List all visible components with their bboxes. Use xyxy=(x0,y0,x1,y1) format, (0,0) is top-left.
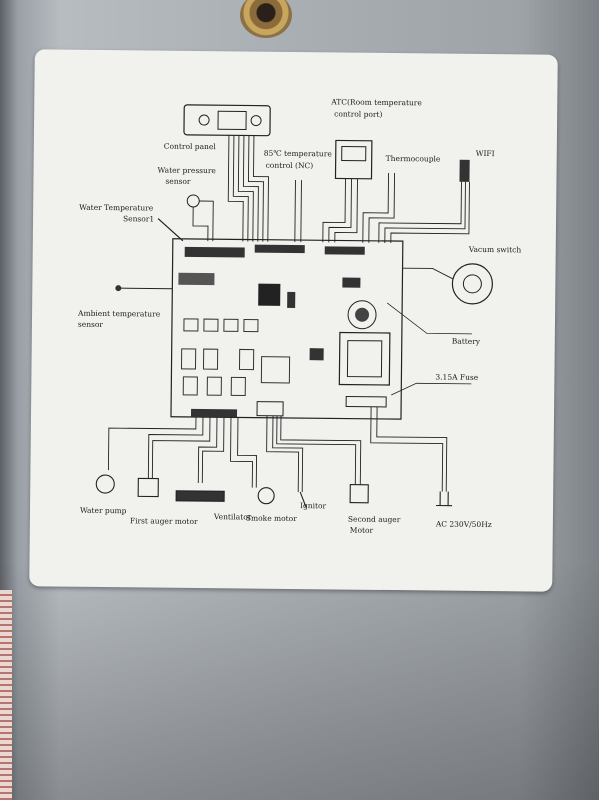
label-atc-line1: ATC(Room temperature xyxy=(330,97,422,107)
panel-shadow xyxy=(0,560,599,800)
water-temp-sensor-icon xyxy=(157,218,184,242)
label-temp-85-line1: 85℃ temperature xyxy=(264,149,333,159)
water-pressure-sensor-icon xyxy=(186,194,200,208)
control-board xyxy=(170,238,404,420)
temp-85-wires xyxy=(294,180,302,243)
label-second-auger-line2: Motor xyxy=(350,526,374,535)
brass-screw xyxy=(240,0,292,38)
wifi-wires xyxy=(378,181,470,244)
atc-icon xyxy=(334,139,373,180)
label-second-auger-line1: Second auger xyxy=(348,515,401,525)
label-ventilator: Ventilator xyxy=(213,512,252,521)
side-strip xyxy=(0,590,12,800)
label-thermocouple: Thermocouple xyxy=(386,154,441,164)
label-ambient-line2: sensor xyxy=(78,320,104,329)
vacum-switch-icon xyxy=(451,263,493,305)
wifi-antenna-icon xyxy=(459,159,470,182)
label-smoke-motor: Smoke motor xyxy=(246,514,297,524)
control-panel-icon xyxy=(183,104,271,137)
thermocouple-wires xyxy=(362,172,395,243)
label-ignitor: Ignitor xyxy=(300,501,327,510)
label-wifi: WIFI xyxy=(476,149,495,158)
label-atc-line2: control port) xyxy=(334,109,382,119)
label-ambient-line1: Ambient temperature xyxy=(77,309,161,319)
label-water-temp-line1: Water Temperature xyxy=(79,203,154,213)
bottom-components xyxy=(95,474,453,508)
atc-wires xyxy=(322,178,358,243)
label-fuse: 3.15A Fuse xyxy=(435,372,478,381)
label-water-temp-line2: Sensor1 xyxy=(123,214,154,223)
label-vacum-switch: Vacum switch xyxy=(468,245,522,255)
wiring-diagram: Control panel ATC(Room temperature contr… xyxy=(77,97,522,535)
fuse-pointer xyxy=(391,382,472,396)
battery-pointer xyxy=(386,302,472,335)
label-water-pressure-line1: Water pressure xyxy=(158,166,217,176)
label-ac-power: AC 230V/50Hz xyxy=(435,519,492,529)
label-first-auger: First auger motor xyxy=(130,516,198,526)
label-temp-85-line2: control (NC) xyxy=(266,161,314,170)
label-control-panel: Control panel xyxy=(164,142,217,152)
wiring-diagram-label: Control panel ATC(Room temperature contr… xyxy=(29,49,558,592)
label-water-pressure-line2: sensor xyxy=(165,177,191,186)
control-panel-wires xyxy=(227,135,269,242)
label-battery: Battery xyxy=(452,337,481,346)
board-components xyxy=(178,244,391,418)
bottom-wires xyxy=(107,406,448,493)
label-water-pump: Water pump xyxy=(80,506,127,515)
ambient-sensor-icon xyxy=(120,287,173,290)
